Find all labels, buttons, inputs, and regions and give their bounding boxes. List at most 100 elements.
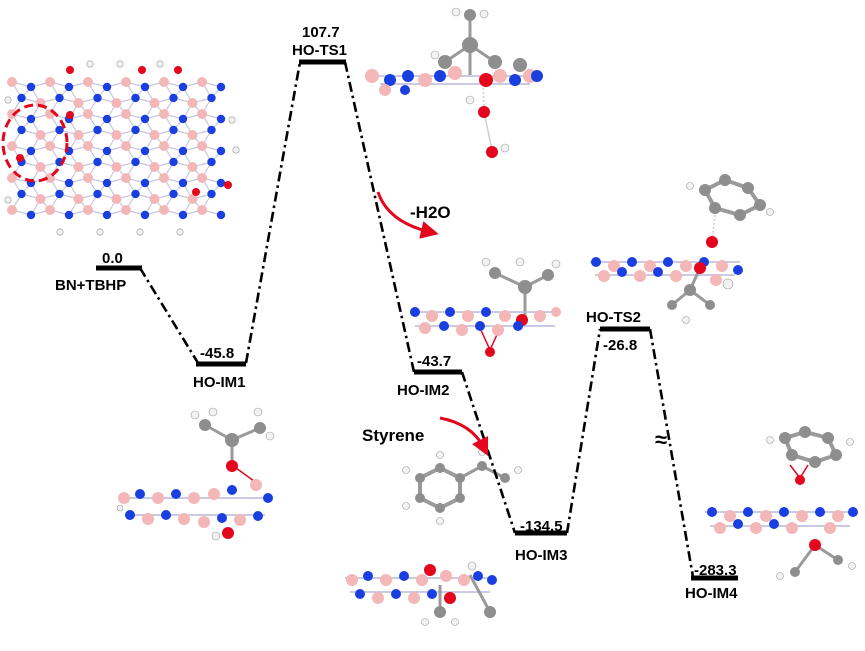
hydrogen-atom bbox=[56, 228, 64, 236]
boron-atom bbox=[159, 77, 169, 87]
nitrogen-atom bbox=[55, 125, 64, 135]
value-ho-ts2: -26.8 bbox=[603, 337, 637, 354]
boron-atom bbox=[197, 173, 207, 183]
name-bn-tbhp: BN+TBHP bbox=[55, 277, 126, 294]
boron-atom bbox=[7, 173, 17, 183]
reaction-path-connectors bbox=[138, 61, 695, 578]
boron-atom bbox=[111, 162, 122, 172]
nitrogen-atom bbox=[131, 125, 140, 135]
nitrogen-atom bbox=[216, 178, 226, 188]
ho-im4-structure bbox=[705, 426, 858, 580]
ho-ts2-atoms bbox=[591, 174, 774, 324]
ho-im2-atoms bbox=[410, 257, 561, 357]
hydrogen-atom bbox=[136, 228, 144, 236]
boron-atom bbox=[35, 194, 46, 204]
nitrogen-atom bbox=[140, 82, 150, 92]
oxygen-atom bbox=[66, 66, 74, 74]
value-ho-im1: -45.8 bbox=[200, 345, 234, 362]
boron-atom bbox=[73, 162, 84, 172]
boron-atom bbox=[159, 141, 169, 151]
ho-ts1-structure bbox=[365, 7, 543, 158]
boron-atom bbox=[159, 173, 169, 183]
water-loss-arrow bbox=[376, 191, 439, 239]
nitrogen-atom bbox=[55, 189, 64, 199]
name-ho-im4: HO-IM4 bbox=[685, 585, 738, 602]
boron-atom bbox=[187, 162, 198, 172]
boron-atom bbox=[149, 130, 160, 140]
nitrogen-atom bbox=[140, 178, 150, 188]
name-ho-ts2: HO-TS2 bbox=[586, 309, 641, 326]
oxygen-atom bbox=[192, 188, 200, 196]
ho-im3-atoms bbox=[346, 561, 497, 626]
boron-atom bbox=[149, 194, 160, 204]
nitrogen-atom bbox=[26, 114, 36, 124]
nitrogen-atom bbox=[207, 189, 216, 199]
bn-nanosheet-structure bbox=[4, 60, 240, 236]
nitrogen-atom bbox=[216, 146, 226, 156]
name-ho-ts1: HO-TS1 bbox=[292, 42, 347, 59]
boron-atom bbox=[111, 98, 122, 108]
styrene-molecule bbox=[402, 448, 522, 525]
nitrogen-atom bbox=[55, 93, 64, 103]
boron-atom bbox=[121, 141, 131, 151]
oxygen-atom bbox=[224, 181, 232, 189]
ho-im4-atoms bbox=[707, 426, 858, 580]
oxygen-atom bbox=[66, 111, 74, 119]
boron-atom bbox=[7, 109, 17, 119]
boron-atom bbox=[149, 162, 160, 172]
boron-atom bbox=[197, 109, 207, 119]
water-loss-label: -H2O bbox=[410, 203, 451, 222]
boron-atom bbox=[83, 77, 93, 87]
active-site-highlight-circle bbox=[1, 103, 69, 183]
hydrogen-atom bbox=[232, 146, 240, 154]
boron-atom bbox=[197, 205, 207, 215]
boron-atom bbox=[35, 130, 46, 140]
boron-atom bbox=[45, 77, 55, 87]
styrene-addition-arrow bbox=[439, 416, 489, 457]
ho-im1-atoms bbox=[116, 407, 275, 541]
boron-atom bbox=[83, 109, 93, 119]
connector-im3-to-ts2 bbox=[565, 328, 602, 534]
value-bn-tbhp: 0.0 bbox=[102, 250, 123, 267]
boron-atom bbox=[121, 205, 131, 215]
hydrogen-atom bbox=[96, 228, 104, 236]
nitrogen-atom bbox=[64, 82, 74, 92]
nitrogen-atom bbox=[93, 93, 102, 103]
boron-atom bbox=[197, 77, 207, 87]
boron-atom bbox=[187, 130, 198, 140]
oxygen-atom bbox=[138, 66, 146, 74]
nitrogen-atom bbox=[17, 189, 26, 199]
name-ho-im3: HO-IM3 bbox=[515, 547, 568, 564]
nitrogen-atom bbox=[93, 189, 102, 199]
nitrogen-atom bbox=[140, 114, 150, 124]
nitrogen-atom bbox=[93, 125, 102, 135]
ho-ts1-atoms bbox=[365, 7, 543, 158]
connector-im2-to-im3 bbox=[460, 371, 517, 534]
boron-atom bbox=[197, 141, 207, 151]
nitrogen-atom bbox=[26, 210, 36, 220]
nitrogen-atom bbox=[102, 146, 112, 156]
nitrogen-atom bbox=[207, 157, 216, 167]
boron-atom bbox=[121, 173, 131, 183]
nitrogen-atom bbox=[178, 178, 188, 188]
nitrogen-atom bbox=[102, 210, 112, 220]
ho-ts2-structure bbox=[590, 174, 774, 324]
boron-atom bbox=[159, 205, 169, 215]
hydrogen-atom bbox=[228, 116, 236, 124]
nitrogen-atom bbox=[169, 125, 178, 135]
nitrogen-atom bbox=[216, 114, 226, 124]
connector-bn-to-im1 bbox=[138, 267, 200, 364]
nitrogen-atom bbox=[169, 93, 178, 103]
boron-atom bbox=[73, 194, 84, 204]
ho-im3-structure bbox=[345, 561, 497, 626]
nitrogen-atom bbox=[17, 125, 26, 135]
nitrogen-atom bbox=[207, 125, 216, 135]
nitrogen-atom bbox=[131, 189, 140, 199]
hydrogen-atom bbox=[176, 228, 184, 236]
nitrogen-atom bbox=[64, 210, 74, 220]
boron-atom bbox=[121, 77, 131, 87]
boron-atom bbox=[111, 194, 122, 204]
boron-atom bbox=[187, 194, 198, 204]
boron-atom bbox=[45, 205, 55, 215]
